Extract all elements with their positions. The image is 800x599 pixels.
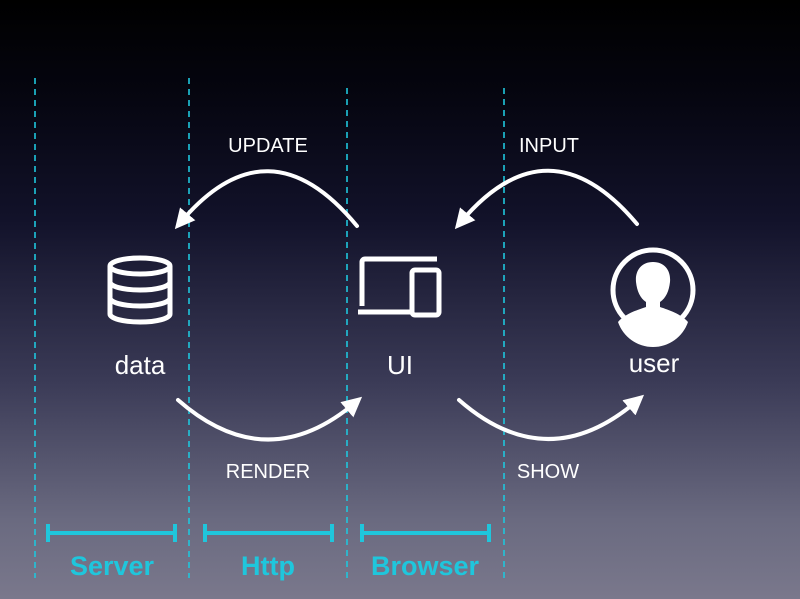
- devices-icon: [358, 256, 442, 318]
- zone-brackets: [46, 524, 491, 542]
- input-arrow: [454, 168, 639, 230]
- ui-node-label: UI: [387, 350, 413, 380]
- data-node-label: data: [114, 350, 166, 380]
- http-zone-label: Http: [241, 551, 295, 581]
- database-icon: [107, 255, 173, 325]
- input-label: INPUT: [519, 135, 579, 157]
- user-avatar-icon: [610, 247, 696, 347]
- server-zone-label: Server: [69, 551, 155, 581]
- show-label: SHOW: [516, 461, 580, 483]
- show-arrow: [457, 394, 645, 441]
- http-bracket: [203, 524, 334, 542]
- browser-bracket: [360, 524, 491, 542]
- render-label: RENDER: [225, 461, 311, 483]
- update-arrow: [174, 169, 359, 230]
- render-arrow: [176, 396, 363, 442]
- boundary-lines: [34, 78, 505, 578]
- browser-zone-label: Browser: [370, 551, 480, 581]
- update-label: UPDATE: [228, 135, 308, 157]
- user-node-label: user: [628, 348, 680, 378]
- arrows: [174, 168, 645, 442]
- server-bracket: [46, 524, 177, 542]
